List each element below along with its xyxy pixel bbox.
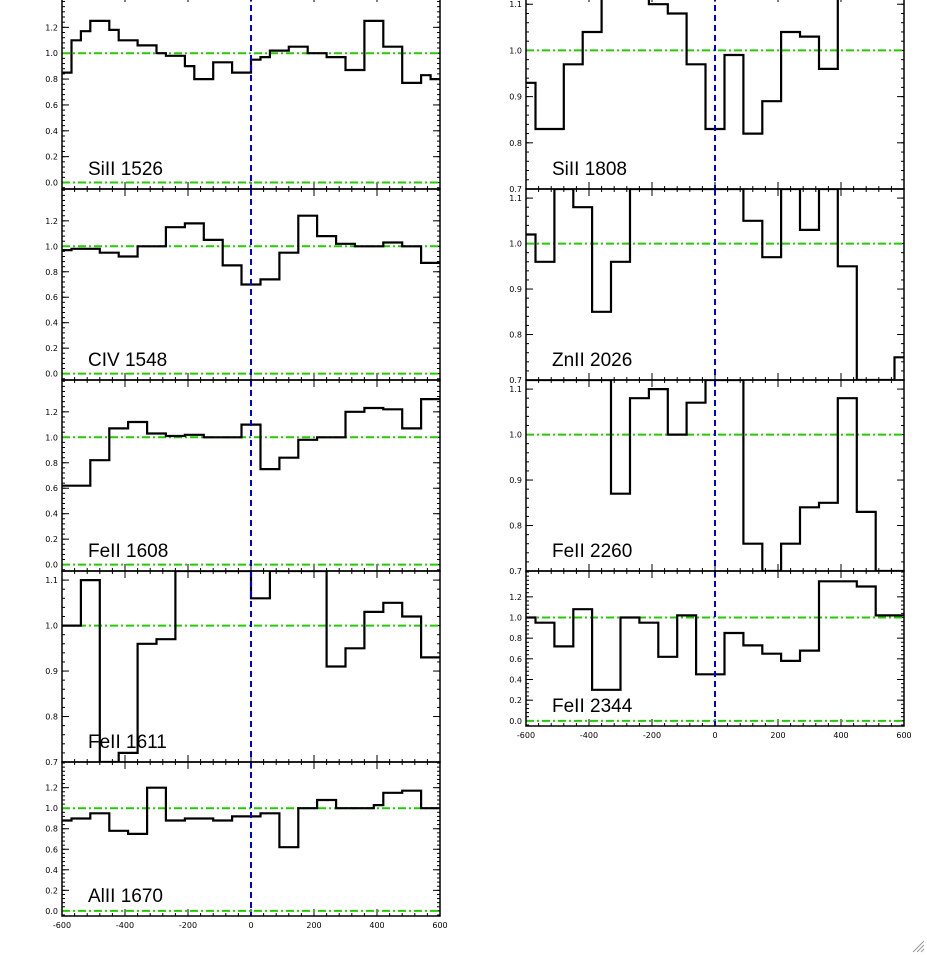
y-tick-label: 0.0: [45, 179, 58, 188]
y-tick-label: 1.2: [45, 217, 58, 226]
y-tick-label: 0.0: [509, 717, 522, 726]
x-tick-label: 400: [369, 921, 384, 930]
y-tick-label: 1.0: [45, 433, 58, 442]
y-tick-label: 0.2: [45, 344, 58, 353]
y-tick-label: 0.0: [45, 561, 58, 570]
y-tick-label: 1.2: [509, 593, 522, 602]
x-tick-label: 0: [712, 731, 717, 740]
y-tick-label: 0.4: [45, 866, 58, 875]
y-tick-label: 0.9: [509, 93, 522, 102]
panel-frame: [61, 761, 441, 917]
transition-label: CIV 1548: [88, 350, 167, 371]
y-tick-label: 0.8: [45, 825, 58, 834]
y-tick-label: 1.0: [45, 804, 58, 813]
transition-label: SiII 1808: [552, 159, 627, 180]
x-tick-label: -200: [179, 921, 197, 930]
y-tick-label: 0.6: [509, 655, 522, 664]
y-tick-label: 0.0: [45, 370, 58, 379]
x-tick-label: 200: [306, 921, 321, 930]
y-tick-label: 0.7: [45, 758, 58, 767]
y-tick-label: 1.1: [509, 385, 522, 394]
y-tick-label: 0.9: [45, 667, 58, 676]
flux-histogram: [62, 571, 440, 762]
flux-histogram: [526, 189, 904, 380]
y-tick-label: 0.6: [45, 293, 58, 302]
y-tick-label: 1.0: [509, 46, 522, 55]
y-tick-label: 0.9: [509, 476, 522, 485]
transition-label: FeII 2344: [552, 696, 633, 717]
y-tick-label: 1.0: [45, 242, 58, 251]
y-tick-label: 0.2: [509, 696, 522, 705]
transition-label: AlII 1670: [88, 886, 163, 907]
y-tick-label: 0.8: [45, 713, 58, 722]
y-tick-label: 0.6: [45, 484, 58, 493]
x-tick-label: 600: [896, 731, 911, 740]
panel-feii-2344: 0.0 0.2 0.4 0.6 0.8 1.0 1.2 -600 -400 -200 0 200 400…: [509, 570, 912, 740]
y-tick-label: 0.7: [509, 376, 522, 385]
transition-label: SiII 1526: [88, 159, 163, 180]
y-tick-label: 0.4: [45, 319, 58, 328]
x-tick-label: 0: [248, 921, 253, 930]
y-tick-label: 0.8: [45, 459, 58, 468]
x-tick-label: 200: [770, 731, 785, 740]
y-tick-label: 0.2: [45, 535, 58, 544]
y-tick-label: 1.1: [509, 194, 522, 203]
y-tick-label: 0.9: [509, 285, 522, 294]
y-tick-label: 1.0: [509, 614, 522, 623]
resize-grip-icon[interactable]: [911, 939, 925, 953]
y-tick-label: 0.8: [45, 75, 58, 84]
y-tick-label: 0.7: [509, 567, 522, 576]
transition-label: FeII 1608: [88, 541, 168, 562]
x-tick-label: 600: [432, 921, 447, 930]
x-tick-label: -600: [517, 731, 535, 740]
y-tick-label: 1.0: [509, 431, 522, 440]
y-tick-label: 0.8: [509, 139, 522, 148]
y-tick-label: 0.7: [509, 185, 522, 194]
panel-alii-1670: 0.0 0.2 0.4 0.6 0.8 1.0 1.2 -600 -400 -200 0 200 400…: [45, 761, 448, 930]
y-tick-label: 0.8: [509, 634, 522, 643]
y-tick-label: 1.0: [45, 49, 58, 58]
y-tick-label: 0.2: [45, 153, 58, 162]
y-tick-label: 0.8: [45, 268, 58, 277]
y-tick-label: 0.2: [45, 886, 58, 895]
flux-histogram: [526, 380, 904, 571]
y-tick-label: 0.8: [509, 331, 522, 340]
flux-histogram: [526, 580, 904, 691]
x-tick-label: -400: [116, 921, 134, 930]
x-tick-label: -400: [580, 731, 598, 740]
y-tick-label: 1.1: [509, 0, 522, 9]
y-tick-label: 1.0: [509, 240, 522, 249]
y-tick-label: 1.0: [45, 622, 58, 631]
flux-histogram: [62, 19, 440, 84]
y-tick-label: 0.8: [509, 522, 522, 531]
transition-label: FeII 2260: [552, 541, 632, 562]
y-tick-label: 0.6: [45, 845, 58, 854]
y-tick-label: 0.4: [45, 510, 58, 519]
y-tick-label: 0.4: [509, 676, 522, 685]
y-tick-label: 0.4: [45, 127, 58, 136]
transition-label: FeII 1611: [88, 732, 167, 753]
x-tick-label: 400: [833, 731, 848, 740]
y-tick-label: 0.6: [45, 101, 58, 110]
panel-frame: [525, 570, 905, 727]
y-tick-label: 0.0: [45, 907, 58, 916]
transition-label: ZnII 2026: [552, 350, 632, 371]
flux-histogram: [62, 398, 440, 487]
y-tick-label: 1.2: [45, 784, 58, 793]
x-tick-label: -200: [643, 731, 661, 740]
flux-histogram: [526, 0, 839, 135]
x-tick-label: -600: [53, 921, 71, 930]
y-tick-label: 1.1: [45, 576, 58, 585]
y-tick-label: 1.2: [45, 23, 58, 32]
y-tick-label: 1.2: [45, 408, 58, 417]
